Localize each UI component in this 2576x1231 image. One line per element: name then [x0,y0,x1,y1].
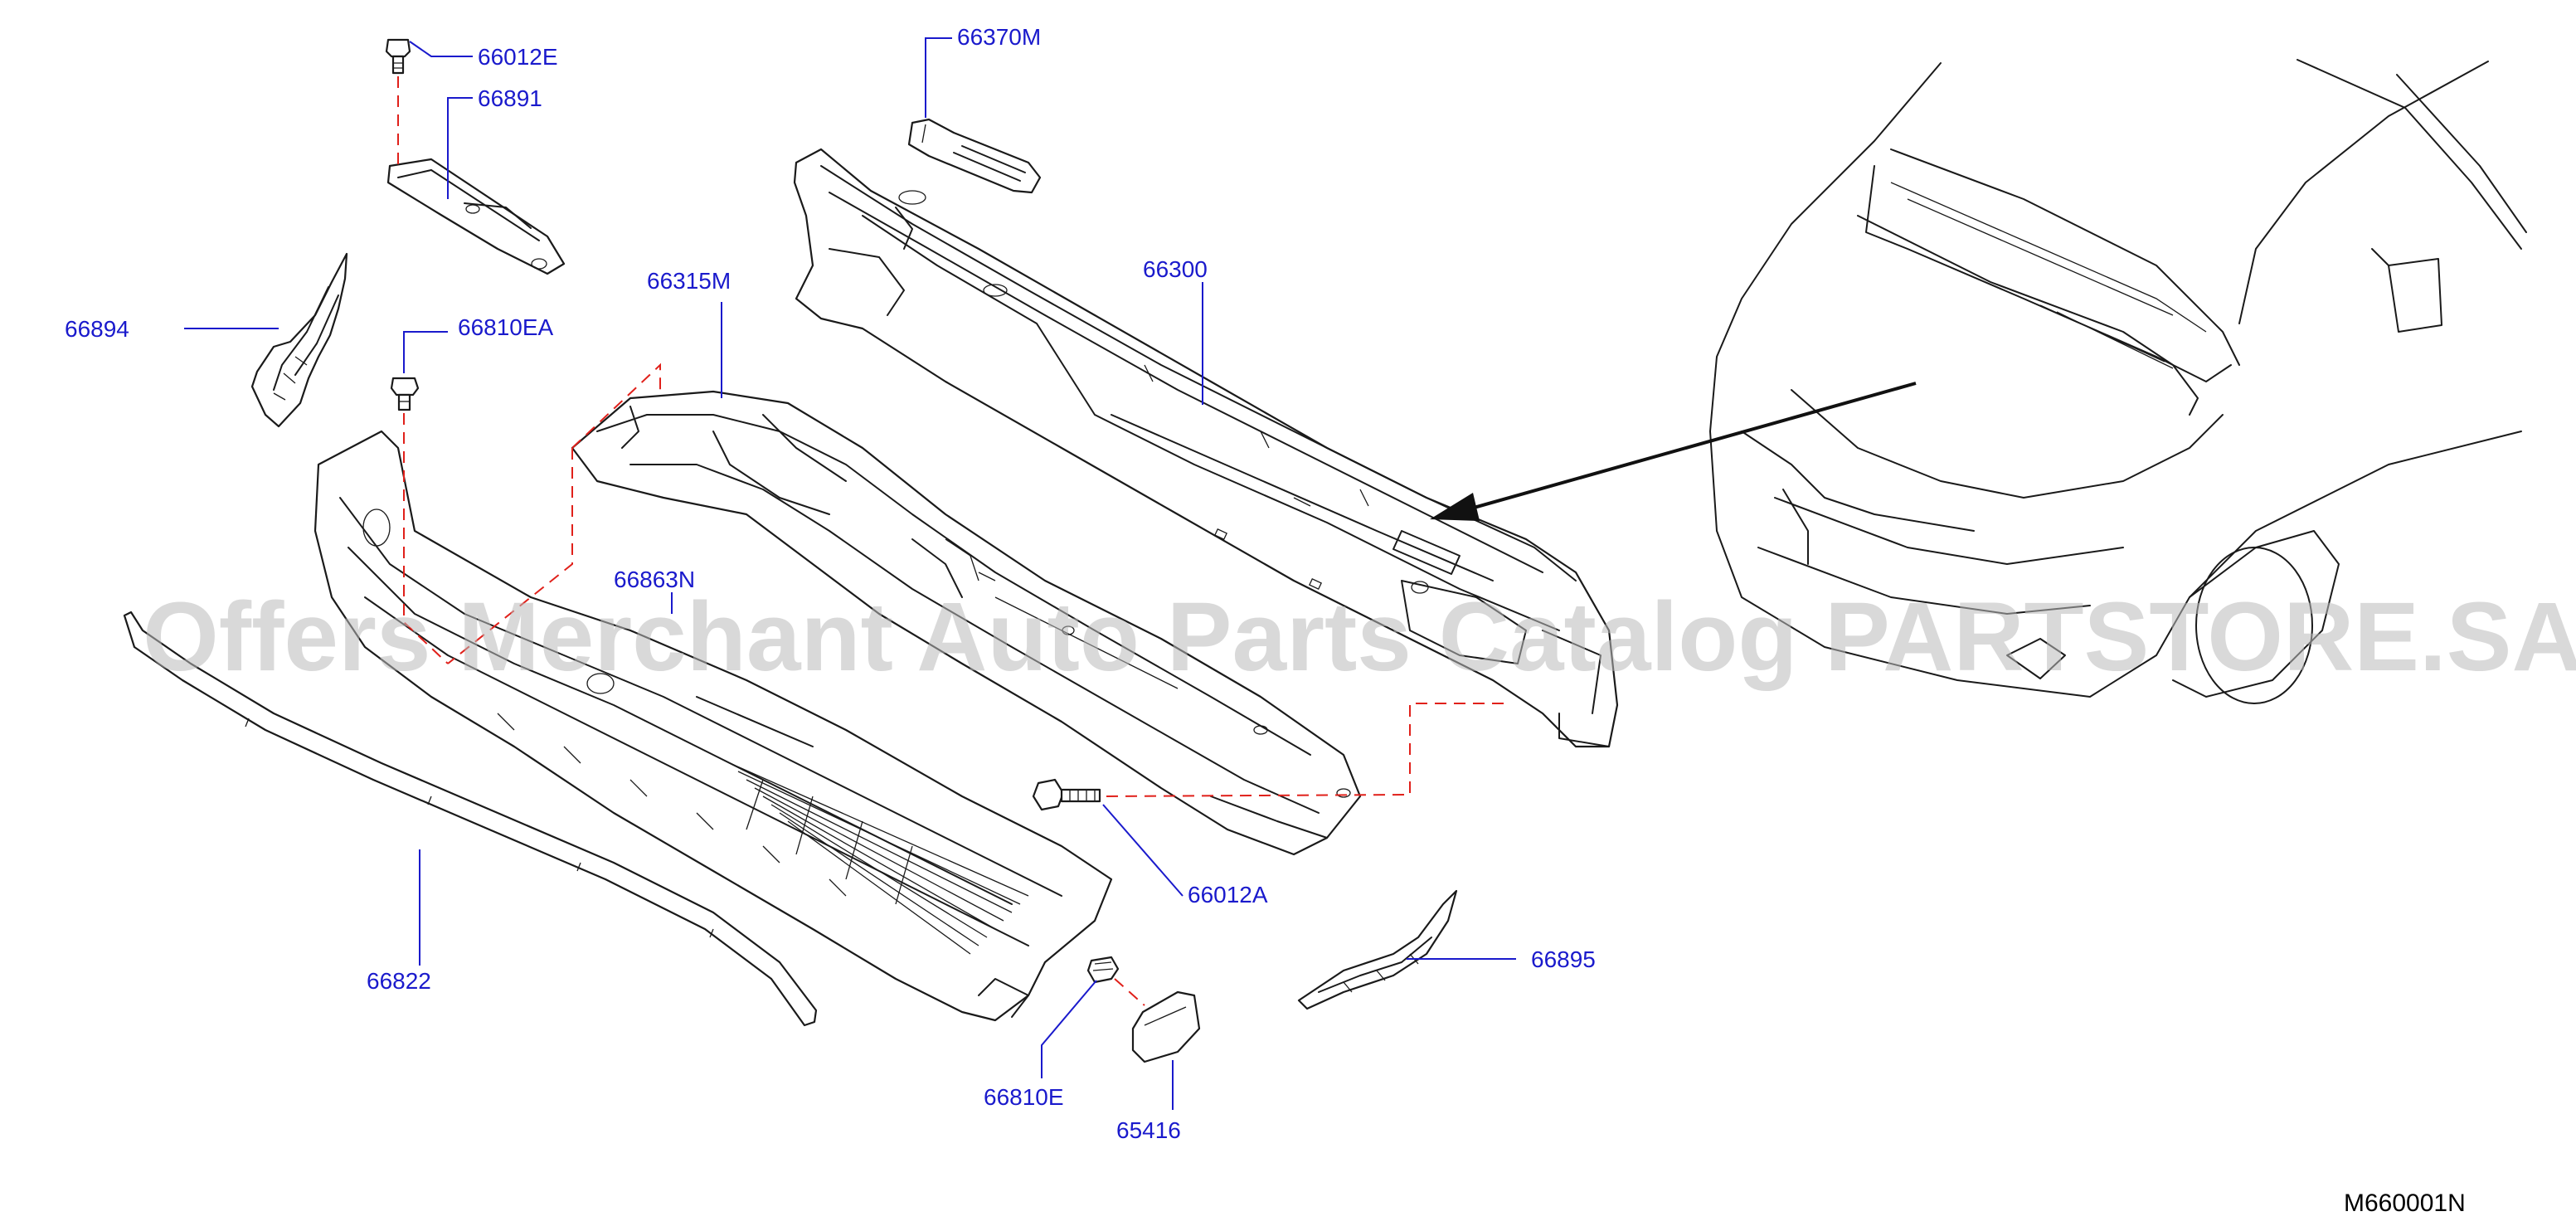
cowl-member-66315M-drawing [571,390,1362,856]
callout-65416[interactable]: 65416 [1116,1117,1181,1143]
drawing-id: M660001N [2344,1190,2466,1217]
callout-66894[interactable]: 66894 [65,316,129,342]
clip-66012E-drawing [385,38,411,75]
watermark-text: Offers Merchant Auto Parts Catalog PARTS… [143,582,2576,692]
bracket-66370M-drawing [907,118,1042,194]
assembly-dash-lines [397,76,1509,1006]
callout-66810E[interactable]: 66810E [984,1084,1064,1110]
callout-66895[interactable]: 66895 [1531,946,1596,972]
callout-66810EA[interactable]: 66810EA [458,314,554,340]
vehicle-front-drawing [1709,59,2527,704]
callout-66863N[interactable]: 66863N [614,567,695,592]
bolt-66012A-drawing [1032,778,1101,811]
callout-66315M[interactable]: 66315M [647,268,731,294]
seal-66894-drawing [250,252,348,428]
bracket-66891-drawing [386,158,566,275]
weatherstrip-66822-drawing [123,611,818,1027]
callout-66300[interactable]: 66300 [1143,256,1208,282]
cowl-panel-66300-drawing [793,148,1619,748]
callout-66822[interactable]: 66822 [367,968,431,994]
location-arrow [1430,382,1917,521]
clip-66810EA-drawing [390,377,420,411]
callout-66891[interactable]: 66891 [478,85,542,111]
callout-66012A[interactable]: 66012A [1188,882,1268,907]
callout-66370M[interactable]: 66370M [957,24,1041,50]
part-callouts: 66012E 66891 66894 66810EA 66370M 66300 … [65,24,1596,1143]
cowl-grille-66863N-drawing [313,430,1113,1022]
callout-66012E[interactable]: 66012E [478,44,558,70]
seal-66895-drawing [1297,889,1458,1010]
leader-lines [184,37,1516,1110]
cover-65416-drawing [1131,990,1201,1063]
clip-66810E-drawing [1086,956,1120,984]
